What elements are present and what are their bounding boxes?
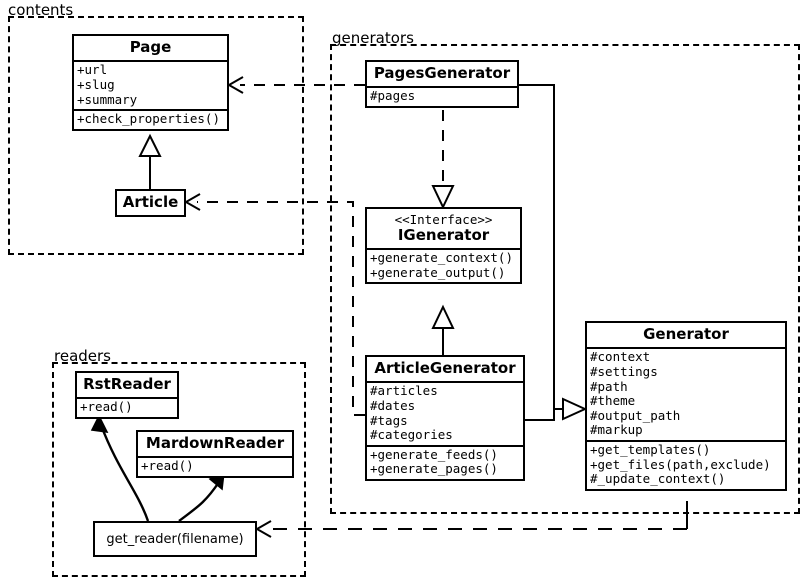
operation-row: +generate_output() (370, 264, 506, 280)
operation-row: +generate_feeds() (370, 446, 498, 462)
operation-row: +get_templates() (590, 442, 711, 457)
class-operations-generator: +get_templates() +get_files(path,exclude… (587, 440, 785, 489)
attribute-row: #theme (590, 393, 636, 409)
class-operations-mardown-reader: +read() (138, 456, 292, 476)
attribute-row: #categories (370, 427, 453, 443)
class-name-text: IGenerator (397, 225, 490, 244)
package-readers (52, 362, 306, 577)
attribute-row: +summary (77, 91, 138, 107)
class-operations-article-generator: +generate_feeds() +generate_pages() (367, 444, 523, 479)
attribute-row: #output_path (590, 407, 681, 423)
class-attributes-pages-generator: #pages (367, 86, 517, 106)
class-name-article: Article (122, 193, 179, 211)
attribute-row: +slug (77, 76, 115, 92)
package-readers-label: readers (54, 347, 111, 365)
class-operations-rst-reader: +read() (77, 397, 177, 417)
package-contents-label: contents (8, 1, 74, 19)
package-contents (8, 16, 304, 255)
attribute-row: #path (590, 378, 628, 394)
operation-row: +generate_pages() (370, 461, 498, 477)
class-name-igenerator: <<Interface>> IGenerator (367, 209, 520, 248)
class-attributes-article-generator: #articles #dates #tags #categories (367, 381, 523, 445)
class-name-page: Page (129, 38, 172, 56)
operation-row: +generate_context() (370, 250, 513, 265)
class-box-article[interactable]: Article (115, 189, 186, 218)
operation-row: +read() (80, 399, 133, 415)
operation-row: #_update_context() (590, 471, 726, 487)
class-box-rst-reader[interactable]: RstReader +read() (75, 371, 179, 419)
operation-row: +read() (141, 458, 194, 474)
function-label-get-reader: get_reader(filename) (106, 531, 244, 547)
attribute-row: #tags (370, 412, 408, 428)
attribute-row: #markup (590, 422, 643, 438)
class-stereotype-igenerator: <<Interface>> (394, 212, 493, 227)
package-generators-label: generators (332, 29, 414, 47)
class-box-article-generator[interactable]: ArticleGenerator #articles #dates #tags … (365, 355, 525, 481)
operation-row: +get_files(path,exclude) (590, 456, 771, 472)
class-box-pages-generator[interactable]: PagesGenerator #pages (365, 60, 519, 108)
attribute-row: +url (77, 62, 108, 78)
attribute-row: #pages (370, 88, 416, 104)
class-box-page[interactable]: Page +url +slug +summary +check_properti… (72, 34, 229, 131)
class-name-rst-reader: RstReader (83, 375, 171, 393)
class-operations-page: +check_properties() (74, 109, 227, 129)
class-attributes-generator: #context #settings #path #theme #output_… (587, 347, 785, 440)
attribute-row: #dates (370, 397, 416, 413)
class-box-mardown-reader[interactable]: MardownReader +read() (136, 430, 294, 478)
attribute-row: #context (590, 349, 651, 365)
operation-row: +check_properties() (77, 111, 220, 127)
class-box-igenerator[interactable]: <<Interface>> IGenerator +generate_conte… (365, 207, 522, 285)
class-name-pages-generator: PagesGenerator (373, 64, 511, 82)
class-name-article-generator: ArticleGenerator (374, 359, 516, 377)
class-name-generator: Generator (643, 325, 729, 343)
class-box-generator[interactable]: Generator #context #settings #path #them… (585, 321, 787, 491)
class-name-mardown-reader: MardownReader (145, 434, 285, 452)
function-box-get-reader[interactable]: get_reader(filename) (93, 521, 257, 557)
attribute-row: #settings (590, 363, 658, 379)
class-operations-igenerator: +generate_context() +generate_output() (367, 248, 520, 282)
class-attributes-page: +url +slug +summary (74, 60, 227, 109)
attribute-row: #articles (370, 383, 438, 399)
